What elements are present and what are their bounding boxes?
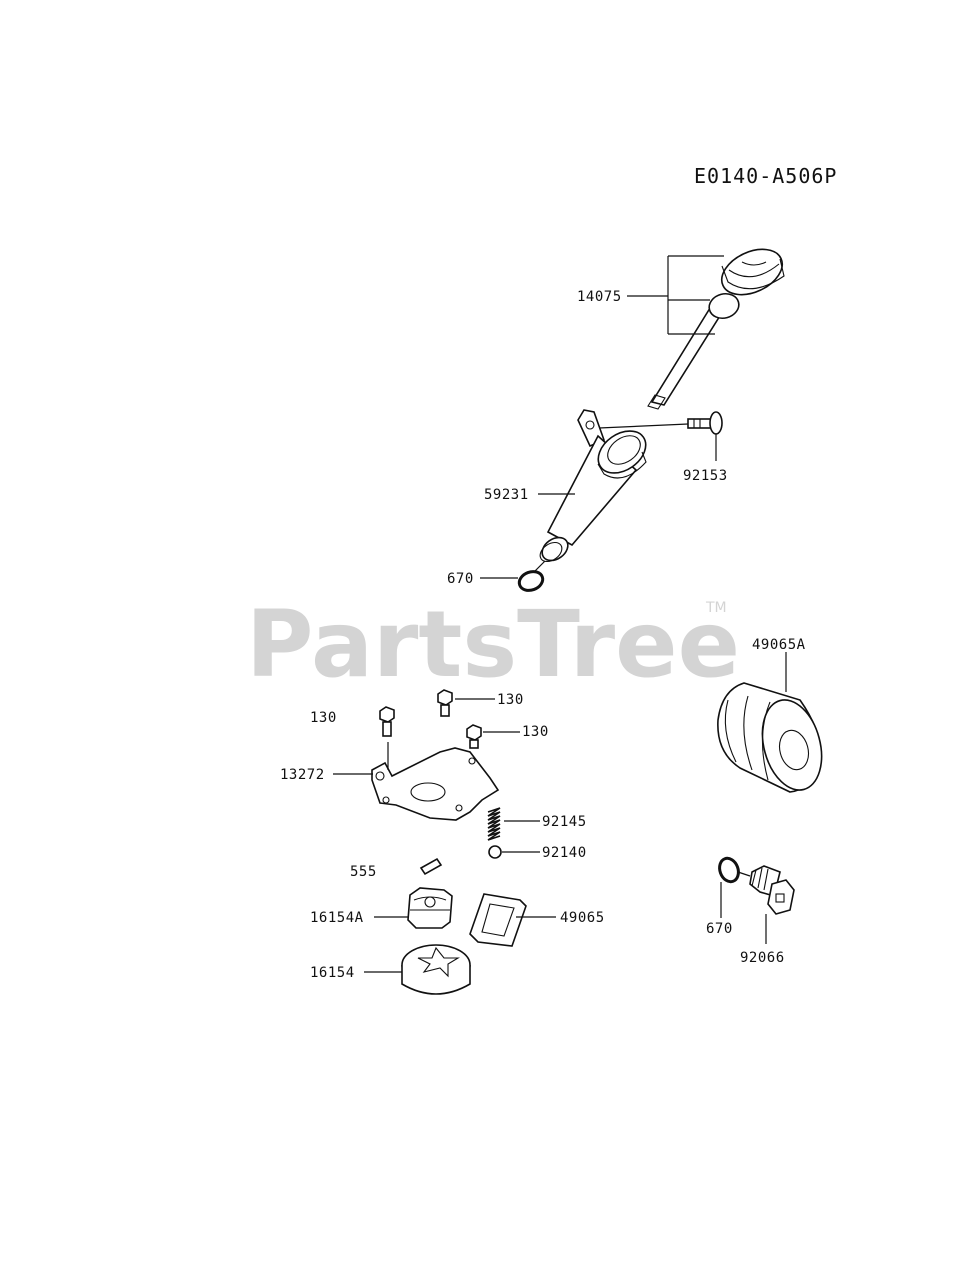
- label-92140[interactable]: 92140: [542, 845, 587, 861]
- leader-670-bottom: [720, 871, 751, 918]
- part-670-oring-bottom[interactable]: [716, 856, 741, 885]
- label-130-right[interactable]: 130: [522, 724, 549, 740]
- watermark-trademark: TM: [705, 600, 727, 616]
- label-92153[interactable]: 92153: [683, 468, 728, 484]
- leader-130: [455, 698, 520, 733]
- label-670-bottom[interactable]: 670: [706, 921, 733, 937]
- label-16154A[interactable]: 16154A: [310, 910, 364, 926]
- part-16154A-inner-rotor[interactable]: [407, 887, 453, 929]
- diagram-code: E0140-A506P: [694, 164, 837, 188]
- part-59231-filler-tube[interactable]: [537, 409, 654, 565]
- part-670-oring-top[interactable]: [517, 568, 546, 593]
- label-13272[interactable]: 13272: [280, 767, 325, 783]
- part-555-pin[interactable]: [419, 857, 443, 876]
- label-92145[interactable]: 92145: [542, 814, 587, 830]
- leader-13272: [333, 742, 389, 775]
- label-16154[interactable]: 16154: [310, 965, 355, 981]
- leader-14075: [627, 255, 724, 335]
- label-130-left[interactable]: 130: [310, 710, 337, 726]
- part-130-bolt-mid[interactable]: [437, 689, 453, 717]
- part-92140-ball[interactable]: [488, 845, 502, 859]
- part-130-bolt-left[interactable]: [379, 706, 395, 737]
- label-49065[interactable]: 49065: [560, 910, 605, 926]
- leader-92153: [598, 423, 717, 461]
- part-130-bolt-right[interactable]: [466, 724, 482, 749]
- label-670-top[interactable]: 670: [447, 571, 474, 587]
- leader-670-top: [480, 560, 546, 579]
- part-92153-bolt[interactable]: [687, 411, 723, 435]
- label-49065A[interactable]: 49065A: [752, 637, 806, 653]
- part-92145-spring[interactable]: [487, 807, 501, 841]
- part-16154-outer-rotor[interactable]: [401, 944, 471, 995]
- label-59231[interactable]: 59231: [484, 487, 529, 503]
- label-92066[interactable]: 92066: [740, 950, 785, 966]
- label-130-mid[interactable]: 130: [497, 692, 524, 708]
- label-14075[interactable]: 14075: [577, 289, 622, 305]
- part-14075-dipstick[interactable]: [647, 240, 789, 410]
- label-555[interactable]: 555: [350, 864, 377, 880]
- part-92066-drain-plug[interactable]: [749, 865, 795, 915]
- watermark-text: PartsTree: [246, 591, 740, 698]
- part-49065-screen[interactable]: [469, 893, 527, 947]
- part-49065A-oil-filter[interactable]: [717, 682, 831, 797]
- part-13272-pump-cover[interactable]: [371, 747, 500, 821]
